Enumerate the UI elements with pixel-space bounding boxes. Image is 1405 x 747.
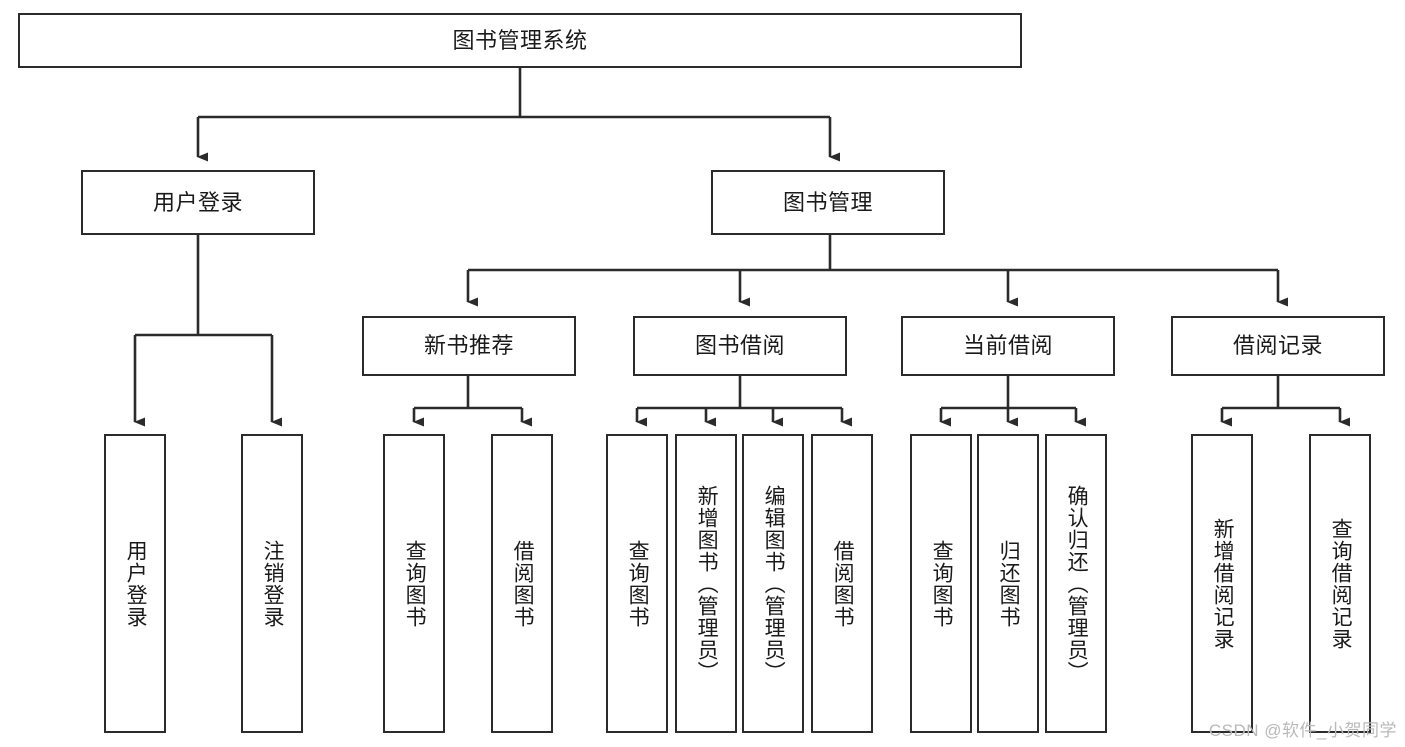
node-leaf-add-book-label: 新增图书（管理员） <box>695 484 719 683</box>
node-user-login[interactable]: 用户登录 <box>81 170 315 235</box>
node-leaf-borrow-book-1-label: 借阅图书 <box>511 539 535 628</box>
node-leaf-logout[interactable]: 注销登录 <box>241 434 303 733</box>
node-leaf-query-book-3[interactable]: 查询图书 <box>910 434 972 733</box>
node-user-login-label: 用户登录 <box>152 189 243 215</box>
node-leaf-query-book-2-label: 查询图书 <box>626 539 650 628</box>
node-book-manage-label: 图书管理 <box>782 189 873 215</box>
node-leaf-user-login[interactable]: 用户登录 <box>104 434 166 733</box>
node-leaf-return-book[interactable]: 归还图书 <box>977 434 1039 733</box>
node-leaf-confirm-return[interactable]: 确认归还（管理员） <box>1045 434 1107 733</box>
node-borrow-record[interactable]: 借阅记录 <box>1171 316 1385 376</box>
node-leaf-user-login-label: 用户登录 <box>124 539 148 628</box>
node-leaf-borrow-book-2-label: 借阅图书 <box>831 539 855 628</box>
node-leaf-query-book-3-label: 查询图书 <box>930 539 954 628</box>
csdn-watermark: CSDN @软件_小贺同学 <box>1208 721 1397 740</box>
node-leaf-query-record[interactable]: 查询借阅记录 <box>1309 434 1371 733</box>
node-leaf-query-book-1-label: 查询图书 <box>403 539 427 628</box>
node-leaf-query-book-1[interactable]: 查询图书 <box>383 434 445 733</box>
node-root[interactable]: 图书管理系统 <box>18 13 1022 68</box>
node-leaf-borrow-book-1[interactable]: 借阅图书 <box>491 434 553 733</box>
node-book-borrow[interactable]: 图书借阅 <box>633 316 847 376</box>
node-current-borrow-label: 当前借阅 <box>962 333 1053 359</box>
node-borrow-record-label: 借阅记录 <box>1232 333 1323 359</box>
node-leaf-query-record-label: 查询借阅记录 <box>1329 517 1353 650</box>
node-leaf-edit-book[interactable]: 编辑图书（管理员） <box>742 434 804 733</box>
node-leaf-borrow-book-2[interactable]: 借阅图书 <box>811 434 873 733</box>
node-leaf-add-record[interactable]: 新增借阅记录 <box>1191 434 1253 733</box>
node-book-borrow-label: 图书借阅 <box>694 333 785 359</box>
node-current-borrow[interactable]: 当前借阅 <box>901 316 1115 376</box>
node-leaf-edit-book-label: 编辑图书（管理员） <box>762 484 786 683</box>
node-book-manage[interactable]: 图书管理 <box>711 170 945 235</box>
node-leaf-query-book-2[interactable]: 查询图书 <box>606 434 668 733</box>
node-new-book-recommend[interactable]: 新书推荐 <box>362 316 576 376</box>
node-leaf-add-book[interactable]: 新增图书（管理员） <box>675 434 737 733</box>
node-leaf-add-record-label: 新增借阅记录 <box>1211 517 1235 650</box>
node-new-book-recommend-label: 新书推荐 <box>423 333 514 359</box>
node-leaf-logout-label: 注销登录 <box>261 539 285 628</box>
node-leaf-confirm-return-label: 确认归还（管理员） <box>1065 484 1089 683</box>
node-root-label: 图书管理系统 <box>452 27 588 53</box>
node-leaf-return-book-label: 归还图书 <box>997 539 1021 628</box>
